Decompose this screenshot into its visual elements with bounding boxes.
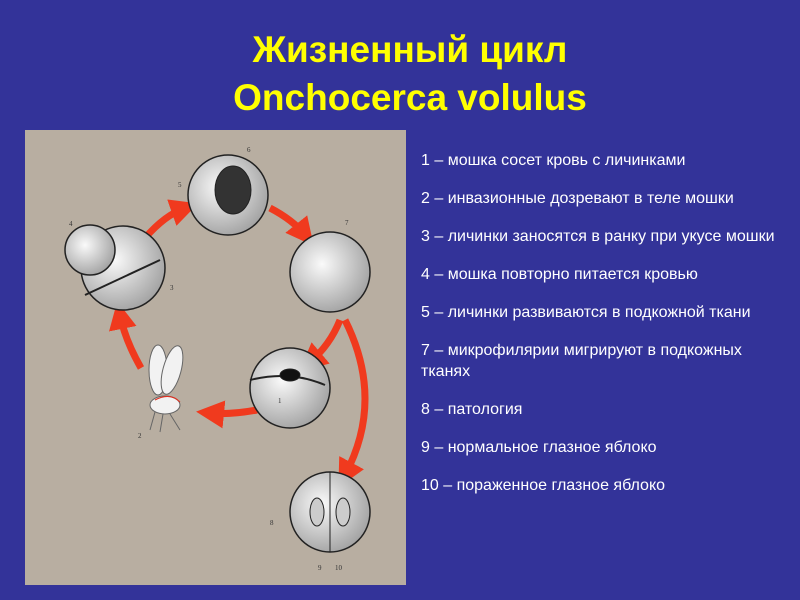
stage-circle-4 [64, 224, 116, 276]
legend-item-9: 9 – нормальное глазное яблоко [421, 439, 657, 456]
stage-circle-1 [249, 347, 331, 429]
stage-label-5: 5 [178, 181, 182, 189]
legend-item-10: 10 – пораженное глазное яблоко [421, 477, 666, 494]
arrow-1-to-2 [196, 400, 258, 429]
stage-label-8: 8 [270, 519, 274, 527]
arrow-3-to-5 [142, 199, 199, 241]
stage-label-4: 4 [69, 220, 73, 228]
legend-item-8: 8 – патология [421, 401, 523, 418]
stage-label-9: 9 [318, 564, 322, 572]
legend-item-4: 4 – мошка повторно питается кровью [421, 266, 698, 283]
blackfly-drawing [148, 344, 184, 433]
stage-label-3: 3 [170, 284, 174, 292]
slide-title-line1: Жизненный цикл [252, 29, 568, 70]
stage-label-2: 2 [138, 432, 142, 440]
stage-label-1: 1 [278, 397, 282, 405]
arrow-6-to-7 [268, 204, 314, 246]
arrow-7-to-eye [338, 318, 369, 488]
legend-item-7: 7 – микрофилярии мигрируют в подкожных т… [421, 342, 742, 380]
arrow-2-to-3 [109, 301, 145, 370]
legend-list: 1 – мошка сосет кровь с личинками 2 – ин… [421, 150, 791, 513]
life-cycle-illustration: 1 2 3 4 5 6 7 8 9 10 [25, 130, 406, 585]
legend-item-2: 2 – инвазионные дозревают в теле мошки [421, 190, 734, 207]
stage-label-7: 7 [345, 219, 349, 227]
slide-title-line2: Onchocerca volulus [233, 77, 587, 118]
legend-item-1: 1 – мошка сосет кровь с личинками [421, 152, 686, 169]
legend-item-5: 5 – личинки развиваются в подкожной ткан… [421, 304, 751, 321]
stage-label-10: 10 [335, 564, 343, 572]
legend-item-3: 3 – личинки заносятся в ранку при укусе … [421, 228, 775, 245]
stage-circle-7 [289, 231, 371, 313]
stage-label-6: 6 [247, 146, 251, 154]
